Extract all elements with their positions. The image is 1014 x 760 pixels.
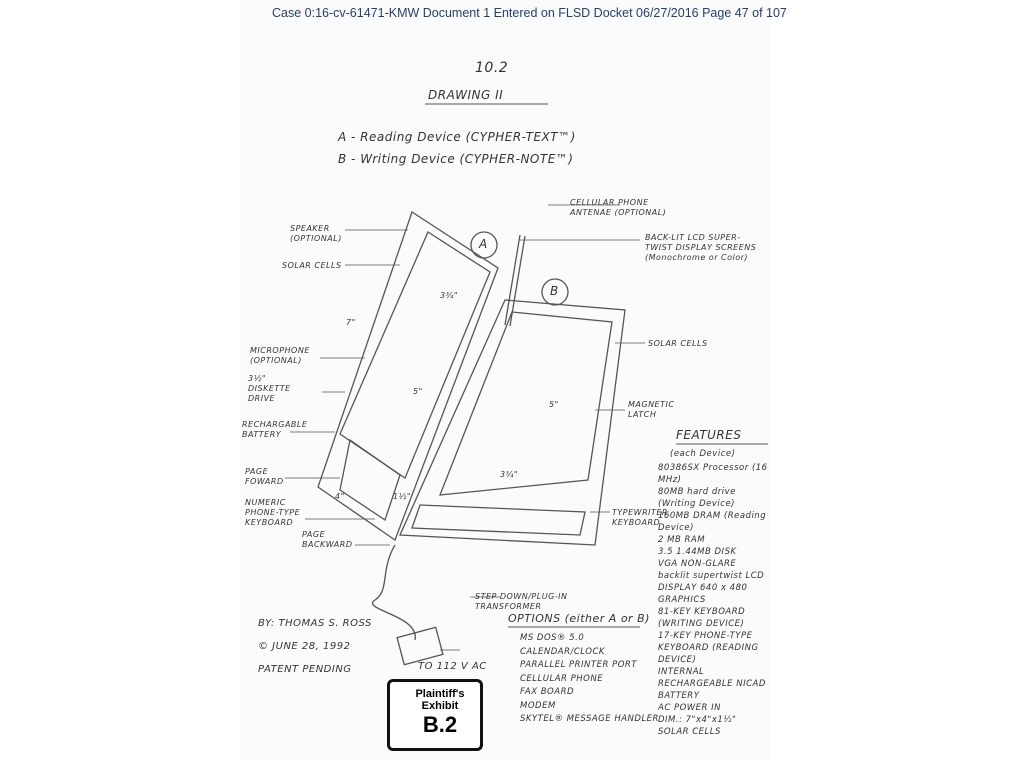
dim-7: 7" xyxy=(346,318,356,327)
section-number: 10.2 xyxy=(475,60,509,76)
label-microphone: MICROPHONE (OPTIONAL) xyxy=(250,346,310,365)
label-a-circle xyxy=(470,231,498,259)
exhibit-sticker: Plaintiff's Exhibit B.2 xyxy=(387,679,483,751)
dim-5-b: 5" xyxy=(549,400,559,409)
label-page-forward: PAGE FOWARD xyxy=(245,467,284,486)
label-b: B xyxy=(550,284,559,298)
option-item: FAX BOARD xyxy=(520,687,575,697)
signature-block: BY: THOMAS S. ROSS © JUNE 28, 1992 PATEN… xyxy=(258,612,372,681)
signature-author: BY: THOMAS S. ROSS xyxy=(258,618,372,629)
label-backlit: BACK-LIT LCD SUPER-TWIST DISPLAY SCREENS… xyxy=(645,233,757,262)
signature-patent: PATENT PENDING xyxy=(258,664,352,675)
device-b-outline xyxy=(399,299,626,546)
label-solar-left: SOLAR CELLS xyxy=(282,261,342,270)
label-typewriter: TYPEWRITER KEYBOARD xyxy=(612,508,668,527)
feature-item: AC POWER IN xyxy=(658,703,722,713)
docket-header: Case 0:16-cv-61471-KMW Document 1 Entere… xyxy=(272,6,787,20)
title-underline xyxy=(425,103,768,628)
legend-b: B - Writing Device (CYPHER-NOTE™) xyxy=(338,152,574,166)
option-item: PARALLEL PRINTER PORT xyxy=(520,660,637,670)
option-item: MODEM xyxy=(520,700,556,711)
label-solar-right: SOLAR CELLS xyxy=(648,339,708,348)
label-diskette: 3½" DISKETTE DRIVE xyxy=(248,374,291,403)
feature-item: 81-KEY KEYBOARD (WRITING DEVICE) xyxy=(658,607,746,629)
feature-item: 160MB DRAM (Reading Device) xyxy=(658,511,767,533)
leader-lines xyxy=(285,204,645,651)
dim-3-75-b: 3¾" xyxy=(500,470,519,479)
label-latch: MAGNETIC LATCH xyxy=(628,400,675,419)
feature-item: INTERNAL RECHARGEABLE NICAD BATTERY xyxy=(658,667,766,701)
label-numeric-keyboard: NUMERIC PHONE-TYPE KEYBOARD xyxy=(245,498,301,527)
label-speaker: SPEAKER (OPTIONAL) xyxy=(290,224,342,243)
feature-item: SOLAR CELLS xyxy=(658,727,721,737)
features-title: FEATURES xyxy=(676,428,742,442)
label-b-circle xyxy=(541,278,569,306)
options-title: OPTIONS (either A or B) xyxy=(508,612,650,625)
feature-item: 17-KEY PHONE-TYPE KEYBOARD (READING DEVI… xyxy=(658,631,759,665)
label-battery: RECHARGABLE BATTERY xyxy=(242,420,308,439)
label-a: A xyxy=(479,237,488,251)
option-item: CELLULAR PHONE xyxy=(520,673,604,684)
drawing-title: DRAWING II xyxy=(428,88,504,102)
antenna xyxy=(504,234,526,327)
label-transformer: STEP DOWN/PLUG-IN TRANSFORMER xyxy=(475,592,568,611)
feature-item: 3.5 1.44MB DISK xyxy=(658,547,737,557)
option-item: CALENDAR/CLOCK xyxy=(520,646,605,657)
option-item: MS DOS® 5.0 xyxy=(520,633,585,643)
feature-item: 80MB hard drive (Writing Device) xyxy=(658,487,736,509)
document-page xyxy=(240,0,770,760)
device-a-outline xyxy=(317,210,499,542)
legend-a: A - Reading Device (CYPHER-TEXT™) xyxy=(338,130,576,144)
exhibit-title: Plaintiff's Exhibit xyxy=(415,688,465,712)
label-page-backward: PAGE BACKWARD xyxy=(302,530,353,549)
signature-date: © JUNE 28, 1992 xyxy=(258,641,351,652)
feature-item: VGA NON-GLARE backlit supertwist LCD DIS… xyxy=(658,559,765,605)
keyboard-b xyxy=(411,504,586,536)
feature-item: 80386SX Processor (16 MHz) xyxy=(658,463,768,485)
power-cord xyxy=(372,544,416,641)
features-subtitle: (each Device) xyxy=(670,449,736,459)
option-item: SKYTEL® MESSAGE HANDLER xyxy=(520,714,659,724)
exhibit-number: B.2 xyxy=(422,712,458,737)
device-a-screen xyxy=(339,231,491,479)
keypad-a xyxy=(339,438,401,522)
device-b-screen xyxy=(439,311,613,496)
transformer-block xyxy=(396,626,444,666)
dim-4: 4" xyxy=(335,492,345,501)
label-antenna: CELLULAR PHONE ANTENAE (OPTIONAL) xyxy=(570,198,667,217)
dim-5-a: 5" xyxy=(413,387,423,396)
dim-3-75-a: 3¾" xyxy=(440,291,459,300)
feature-item: DIM.: 7"x4"x1½" xyxy=(658,715,737,725)
label-ac: TO 112 V AC xyxy=(418,661,487,672)
dim-1-5: 1½" xyxy=(393,492,412,501)
feature-item: 2 MB RAM xyxy=(658,535,706,545)
